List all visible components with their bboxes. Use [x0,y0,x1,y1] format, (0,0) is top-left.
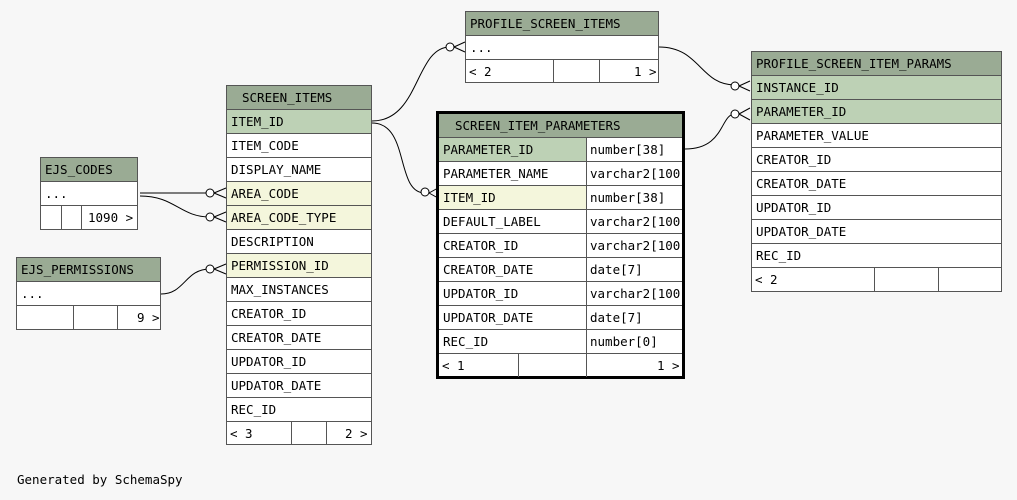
column-area-code[interactable]: AREA_CODE [227,182,371,206]
parent-count[interactable]: < 1 [442,358,465,373]
link-screen-items-item-id [371,122,426,194]
column-area-code-type[interactable]: AREA_CODE_TYPE [227,206,371,230]
parent-count[interactable]: < 2 [469,64,492,79]
table-header: SCREEN_ITEM_PARAMETERS [439,114,682,138]
table-footer: 9 > [17,306,160,329]
crowfoot-marker [730,81,740,91]
column-updator-date[interactable]: UPDATOR_DATE [227,374,371,398]
crowfoot-marker [445,42,455,52]
table-header: EJS_PERMISSIONS [17,258,160,282]
link-profile-items-instance-id [658,46,736,86]
link-screen-items-profile-screen-items [371,46,451,122]
table-footer: 1090 > [41,206,137,229]
table-footer: < 2 1 > [466,60,658,83]
child-count[interactable]: 1 > [657,358,680,373]
parent-count[interactable]: < 2 [755,272,778,287]
column-description[interactable]: DESCRIPTION [227,230,371,254]
table-header: SCREEN_ITEMS [227,86,371,110]
table-header: PROFILE_SCREEN_ITEMS [466,12,658,36]
column-creator-id[interactable]: CREATOR_ID [752,148,1001,172]
parent-count[interactable]: < 3 [230,426,253,441]
column-rec-id[interactable]: REC_ID [227,398,371,422]
table-footer: < 1 1 > [439,354,682,377]
crowfoot-marker [420,187,430,197]
column-item-id[interactable]: ITEM_ID [227,110,371,134]
crowfoot-marker [730,109,740,119]
link-ejs-codes-area-code-type [139,195,211,218]
table-row: ... [466,36,658,60]
table-ejs-permissions[interactable]: EJS_PERMISSIONS ... 9 > [16,257,161,330]
column-parameter-value[interactable]: PARAMETER_VALUE [752,124,1001,148]
column-creator-id[interactable]: CREATOR_ID [227,302,371,326]
crowfoot-marker [205,264,215,274]
column-updator-id[interactable]: UPDATOR_ID [227,350,371,374]
table-screen-items[interactable]: SCREEN_ITEMS ITEM_ID ITEM_CODE DISPLAY_N… [226,85,372,445]
child-count[interactable]: 1090 > [88,210,134,225]
link-ejs-permissions-permission-id [160,268,211,295]
crowfoot-marker [205,212,215,222]
table-header: EJS_CODES [41,158,137,182]
table-row: ... [41,182,137,206]
column-rec-id[interactable]: REC_ID [752,244,1001,268]
column-parameter-id[interactable]: PARAMETER_ID [752,100,1001,124]
table-header: PROFILE_SCREEN_ITEM_PARAMS [752,52,1001,76]
child-count[interactable]: 1 > [634,64,657,79]
column-updator-date[interactable]: UPDATOR_DATE [752,220,1001,244]
table-footer: < 2 [752,268,1001,291]
table-profile-screen-item-params[interactable]: PROFILE_SCREEN_ITEM_PARAMS INSTANCE_ID P… [751,51,1002,292]
child-count[interactable]: 9 > [137,310,160,325]
table-profile-screen-items[interactable]: PROFILE_SCREEN_ITEMS ... < 2 1 > [465,11,659,83]
generated-by-label: Generated by SchemaSpy [17,472,183,487]
column-creator-date[interactable]: CREATOR_DATE [752,172,1001,196]
table-row: ... [17,282,160,306]
column-updator-id[interactable]: UPDATOR_ID [752,196,1001,220]
column-permission-id[interactable]: PERMISSION_ID [227,254,371,278]
column-item-code[interactable]: ITEM_CODE [227,134,371,158]
table-footer: < 3 2 > [227,422,371,445]
column-max-instances[interactable]: MAX_INSTANCES [227,278,371,302]
child-count[interactable]: 2 > [345,426,368,441]
table-ejs-codes[interactable]: EJS_CODES ... 1090 > [40,157,138,230]
link-parameters-parameter-id [684,113,736,150]
crowfoot-marker [205,188,215,198]
column-display-name[interactable]: DISPLAY_NAME [227,158,371,182]
column-instance-id[interactable]: INSTANCE_ID [752,76,1001,100]
column-creator-date[interactable]: CREATOR_DATE [227,326,371,350]
